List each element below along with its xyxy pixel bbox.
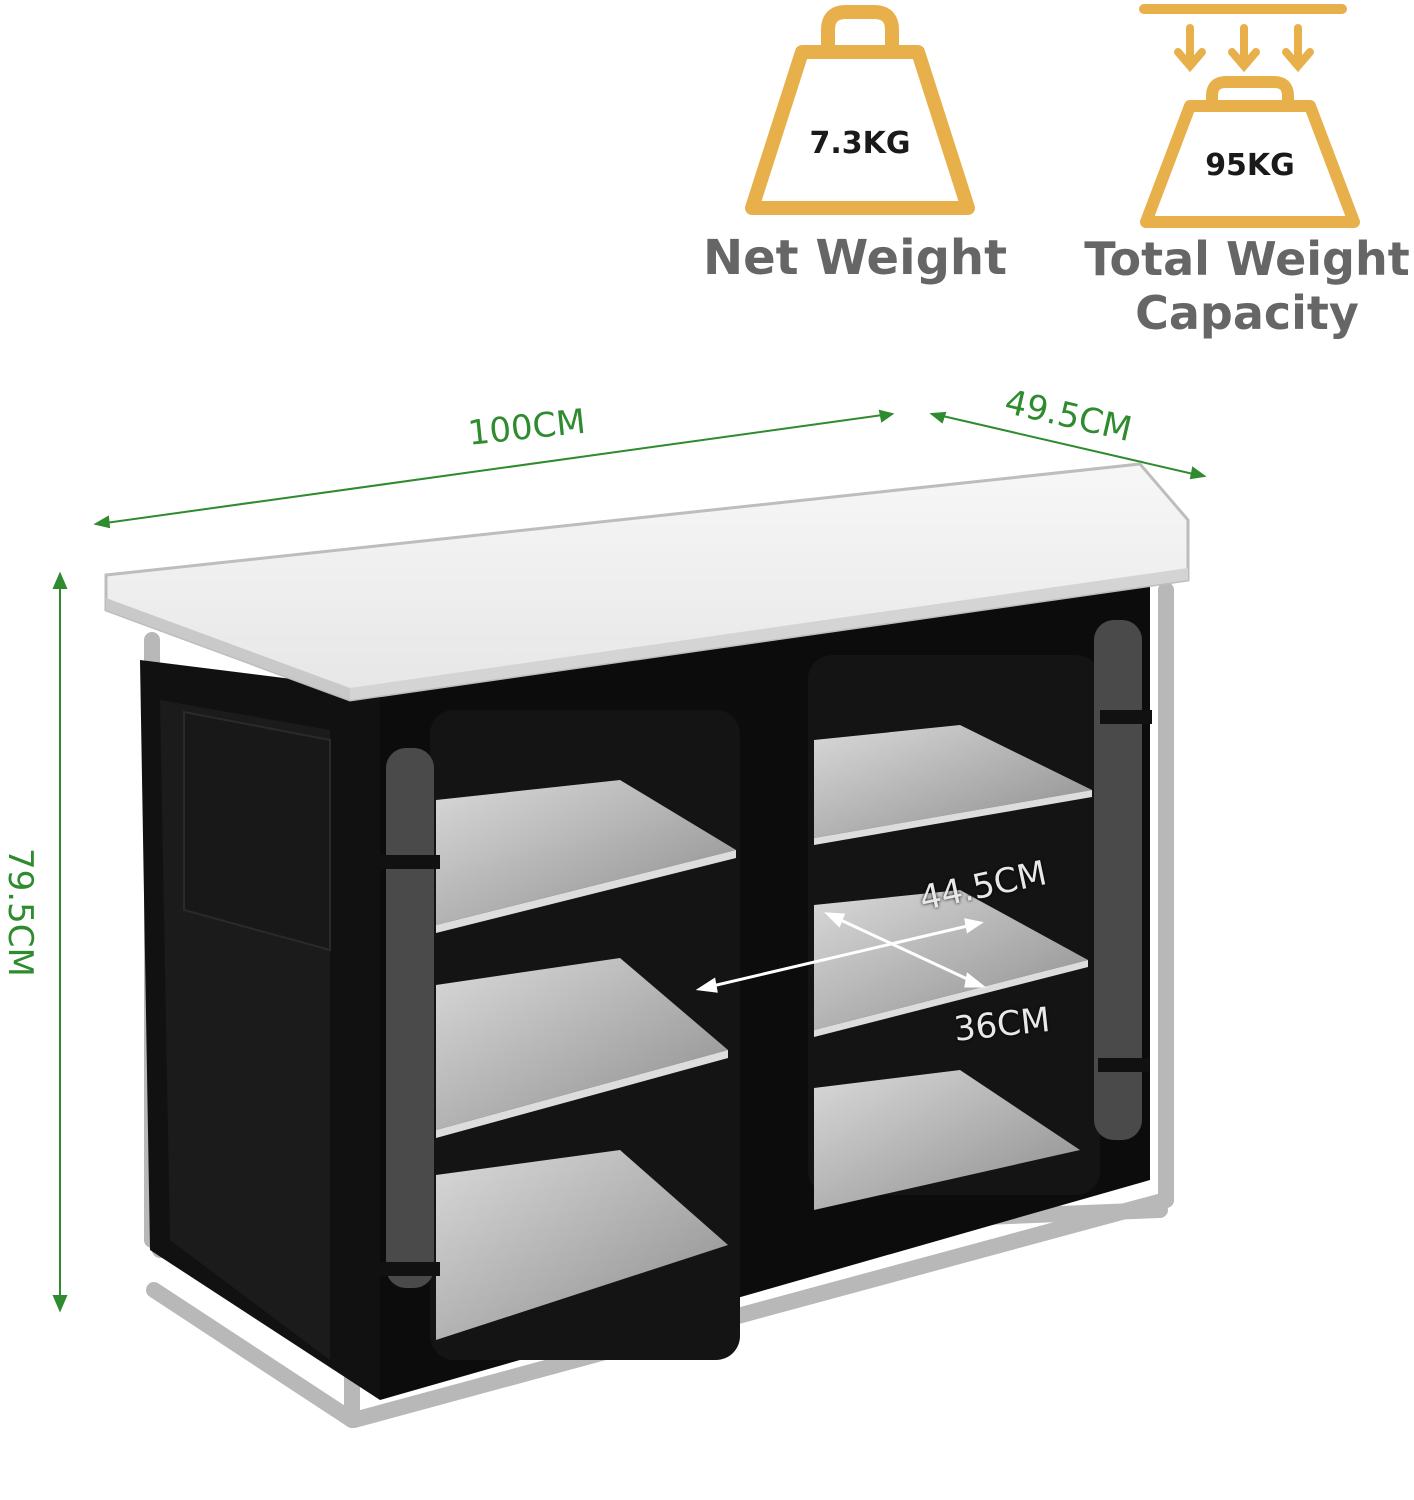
load-weight-icon: [1139, 4, 1360, 228]
capacity-label-line2: Capacity: [1135, 286, 1359, 340]
capacity-label-line1: Total Weight: [1084, 232, 1410, 286]
net-weight-value: 7.3KG: [809, 126, 911, 161]
capacity-badge: [1130, 0, 1370, 230]
net-weight-label: Net Weight: [702, 230, 1008, 286]
capacity-value: 95KG: [1205, 148, 1295, 183]
weight-icon: [745, 5, 975, 215]
net-weight-badge: [740, 0, 980, 220]
